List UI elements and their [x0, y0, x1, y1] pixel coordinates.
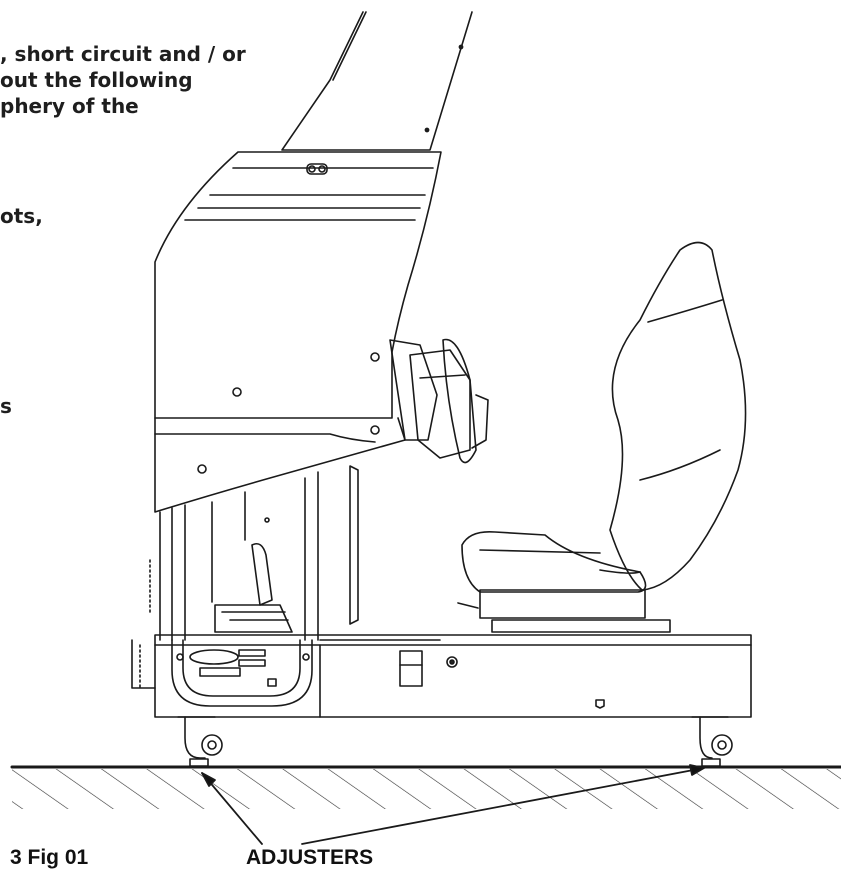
- adjuster-callout-arrows: [201, 764, 705, 845]
- body-text-line-2: out the following: [0, 68, 193, 92]
- right-adjuster-caster: [691, 716, 733, 767]
- left-adjuster-caster: [177, 716, 223, 767]
- floor: [10, 765, 841, 809]
- cabinet-lower-panel: [154, 417, 406, 513]
- adjusters-callout-label: ADJUSTERS: [246, 846, 374, 869]
- racing-seat: [457, 241, 747, 633]
- marquee-sign: [281, 11, 473, 151]
- cabinet-frame: [149, 465, 359, 641]
- steering-wheel: [389, 338, 489, 464]
- body-text-line-1: , short circuit and / or: [0, 42, 246, 66]
- figure-label: 3 Fig 01: [10, 846, 89, 869]
- body-text-line-5: s: [0, 394, 12, 418]
- body-text-line-3: phery of the: [0, 94, 139, 118]
- body-text-line-4: ots,: [0, 204, 43, 228]
- cabinet-upper-body: [154, 151, 442, 435]
- base-platform: [131, 634, 752, 718]
- pedal-assembly: [214, 542, 293, 633]
